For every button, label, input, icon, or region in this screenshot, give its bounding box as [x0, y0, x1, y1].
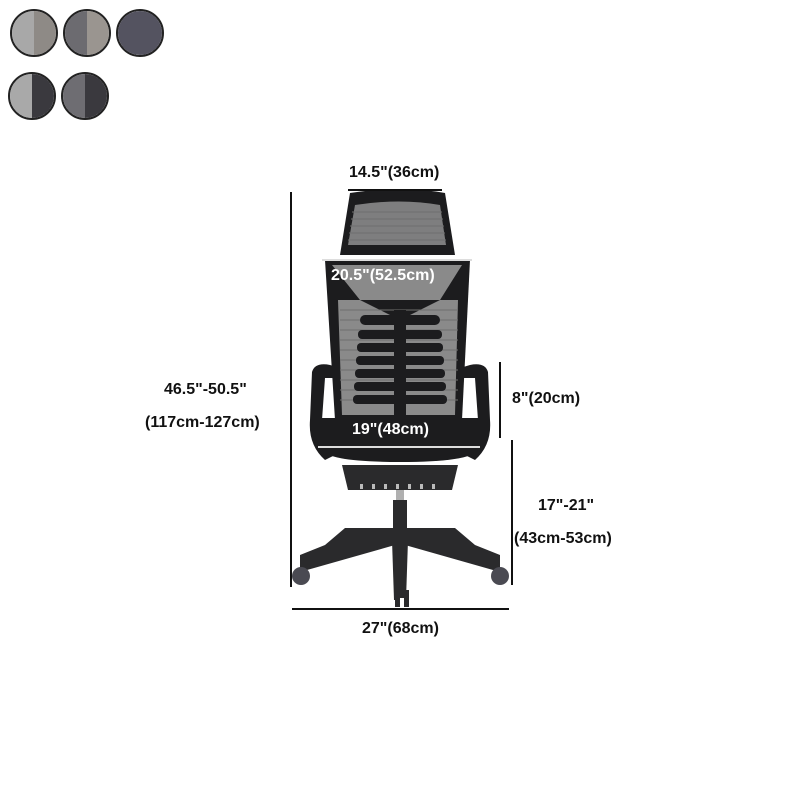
- swatch-color-left: [12, 11, 34, 55]
- swatch-color-right: [87, 11, 109, 55]
- swatch-color-right: [32, 74, 54, 118]
- base-width-line: [292, 608, 509, 610]
- swatch-color-left: [65, 11, 87, 55]
- total-height-cm-label: (117cm-127cm): [145, 414, 260, 431]
- seat: [318, 418, 482, 462]
- color-swatch-3[interactable]: [116, 9, 164, 57]
- wheel-right: [491, 567, 509, 585]
- seat-width-line: [318, 446, 480, 448]
- color-swatch-2[interactable]: [63, 9, 111, 57]
- headrest-width-line: [348, 189, 442, 191]
- total-height-line: [290, 192, 292, 587]
- armrest-height-line: [499, 362, 501, 438]
- swatch-color-right: [140, 11, 162, 55]
- star-base: [300, 528, 500, 572]
- left-armrest: [309, 364, 340, 460]
- right-armrest: [460, 364, 491, 460]
- gas-cylinder: [393, 500, 407, 535]
- swatch-color-right: [85, 74, 107, 118]
- color-swatch-4[interactable]: [8, 72, 56, 120]
- seat-height-cm-label: (43cm-53cm): [514, 530, 612, 547]
- seat-height-line: [511, 440, 513, 585]
- swatch-color-right: [34, 11, 56, 55]
- headrest-width-label: 14.5"(36cm): [349, 164, 440, 181]
- base-width-label: 27"(68cm): [362, 620, 439, 637]
- back-width-line: [322, 259, 472, 261]
- swatch-color-left: [63, 74, 85, 118]
- armrest-height-label: 8"(20cm): [512, 390, 581, 407]
- color-swatch-5[interactable]: [61, 72, 109, 120]
- seat-height-inch-label: 17"-21": [538, 497, 595, 514]
- color-swatch-1[interactable]: [10, 9, 58, 57]
- swatch-color-left: [10, 74, 32, 118]
- wheel-left: [292, 567, 310, 585]
- back-width-label: 20.5"(52.5cm): [331, 267, 435, 284]
- total-height-inch-label: 46.5"-50.5": [164, 381, 247, 398]
- seat-width-label: 19"(48cm): [352, 421, 429, 438]
- swatch-color-left: [118, 11, 140, 55]
